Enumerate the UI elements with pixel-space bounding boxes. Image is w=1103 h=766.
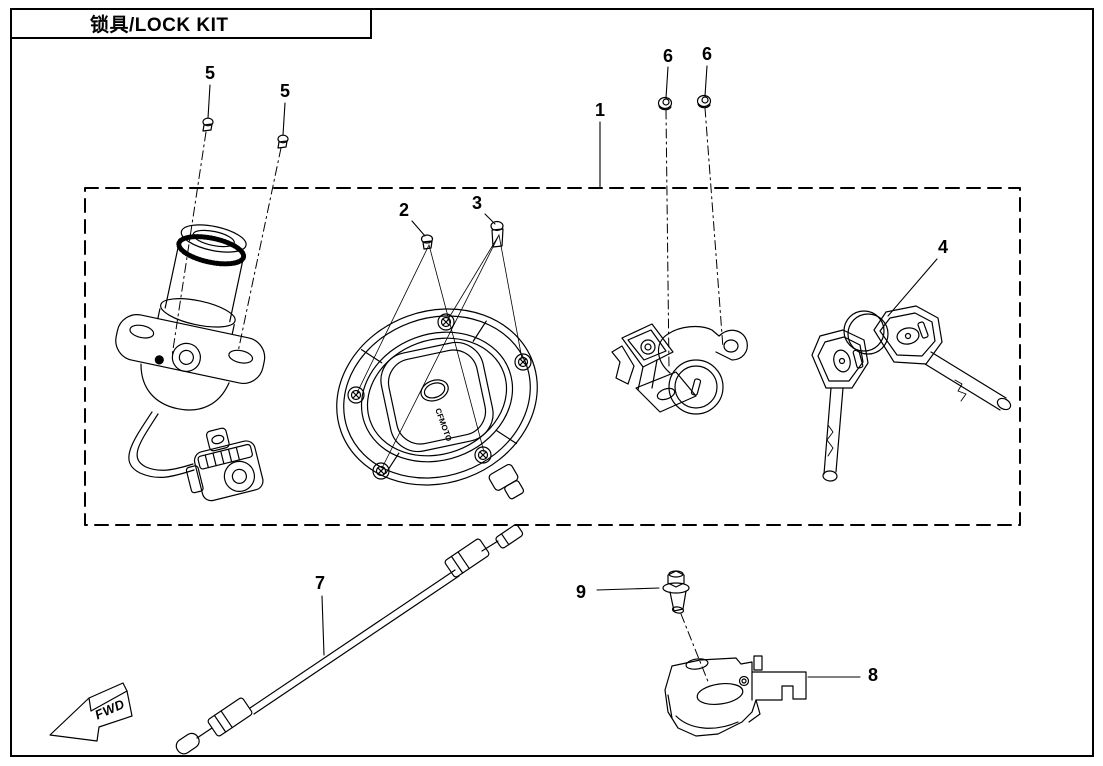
cfmoto-logo-badge [420,379,449,402]
latch-bracket-part [664,655,807,737]
assembly-axis-lines [171,107,724,685]
fuel-cap-part: CFMOTO [336,308,538,500]
switch-wire [128,411,195,479]
callout-5a: 5 [204,63,216,83]
mount-ear-hole [129,324,155,339]
screw-part-3 [490,220,504,248]
switch-connector [185,427,264,502]
callout-7: 7 [314,573,326,593]
key-left [811,329,869,482]
cap-screw-bosses [347,313,532,480]
ignition-switch-part [115,224,266,502]
callout-9: 9 [575,582,587,602]
callout-4: 4 [937,237,949,257]
fwd-label: FWD [93,696,128,722]
cap-hinge-spout [488,463,525,500]
callout-1: 1 [594,100,606,120]
helmet-lock-part [611,323,748,415]
key-right [873,305,1012,411]
page-title: 锁具/LOCK KIT [90,15,229,36]
screw-part-2 [420,234,434,250]
key-set-part [811,305,1012,482]
cfmoto-logo-text: CFMOTO [433,407,453,443]
fwd-direction-marker: FWD [49,682,133,742]
screw-part-5b [277,134,289,149]
nut-part-6b [696,94,712,109]
callout-6b: 6 [701,44,713,64]
callout-3: 3 [471,193,483,213]
callout-2: 2 [398,200,410,220]
lock-ear-hole [723,339,739,353]
nut-part-6a [657,96,673,111]
screw-part-5a [202,117,214,132]
callout-8: 8 [867,665,879,685]
mount-ear-hole [228,349,254,364]
callout-6a: 6 [662,46,674,66]
page-border [10,8,1094,757]
flange-bolt-part [662,570,690,614]
bracket-small-hole [685,658,709,670]
leader-lines [207,65,938,678]
keyhole-slot [690,378,702,396]
lock-cable-part [175,524,524,755]
title-box: 锁具/LOCK KIT [10,8,372,39]
bracket-large-hole [696,682,744,706]
callout-5b: 5 [279,81,291,101]
assembly-group-box [84,187,1021,526]
